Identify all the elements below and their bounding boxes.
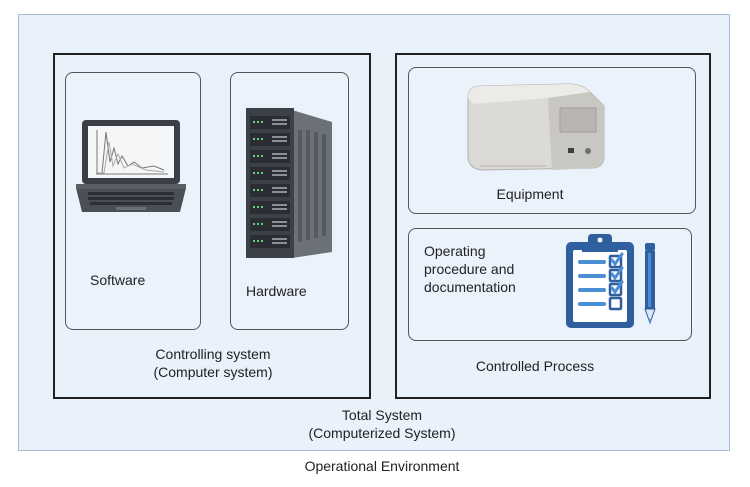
total-system-label: Total System (Computerized System) xyxy=(308,407,456,441)
controlling-system-box xyxy=(53,53,371,399)
hardware-label: Hardware xyxy=(246,283,307,299)
checklist-clipboard-icon xyxy=(562,234,638,330)
procedure-label: Operating procedure and documentation xyxy=(424,243,516,295)
equipment-label: Equipment xyxy=(496,186,564,202)
controlled-process-label: Controlled Process xyxy=(475,358,595,374)
controlled-process-box xyxy=(395,53,711,399)
server-rack-icon xyxy=(242,104,338,260)
software-label: Software xyxy=(90,272,146,288)
operational-environment-label: Operational Environment xyxy=(304,458,460,474)
laptop-icon xyxy=(76,118,186,216)
lab-instrument-icon xyxy=(460,78,610,174)
procedure-box xyxy=(408,228,692,341)
pen-icon xyxy=(642,243,658,327)
controlling-system-label: Controlling system (Computer system) xyxy=(153,346,273,380)
